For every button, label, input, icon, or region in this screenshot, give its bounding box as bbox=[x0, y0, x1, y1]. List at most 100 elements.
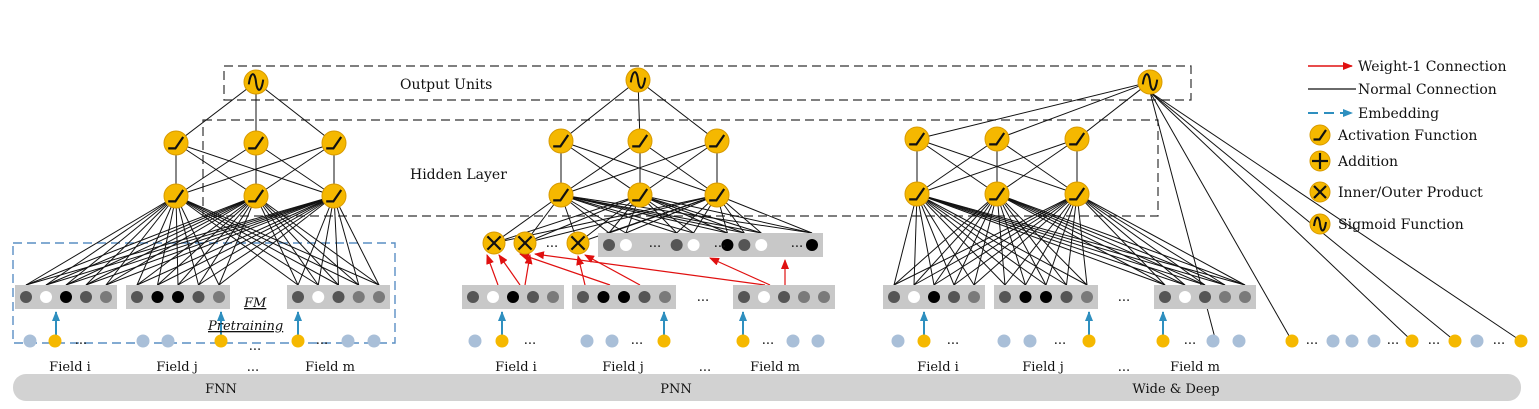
embedding-box bbox=[462, 285, 564, 309]
model-name-label: PNN bbox=[660, 382, 692, 397]
embedding-dot bbox=[888, 291, 900, 303]
unit-circle bbox=[704, 128, 730, 154]
embedding-box bbox=[126, 285, 230, 309]
legend-label-product: Inner/Outer Product bbox=[1338, 185, 1483, 201]
embedding-dot bbox=[999, 291, 1011, 303]
field-label: Field j bbox=[156, 360, 198, 375]
ellipsis-text: ... bbox=[1428, 333, 1440, 348]
embedding-box bbox=[598, 233, 823, 257]
activation-legend-icon bbox=[1309, 124, 1331, 146]
embedding-dot bbox=[721, 239, 734, 251]
field-label: Field m bbox=[1170, 360, 1220, 375]
connection-line bbox=[913, 193, 998, 286]
embedding-dot bbox=[758, 291, 770, 303]
active-input-dot bbox=[48, 334, 62, 348]
connection-line bbox=[136, 195, 257, 286]
embedding-dot bbox=[1060, 291, 1073, 303]
weight-1-arrow bbox=[576, 255, 586, 286]
connection-line bbox=[560, 194, 728, 234]
legend-label-addition: Addition bbox=[1337, 154, 1398, 170]
connection-line bbox=[560, 140, 718, 196]
connection-line bbox=[157, 195, 257, 286]
ellipsis-text: ... bbox=[1054, 333, 1066, 348]
input-dot bbox=[605, 334, 619, 348]
embedding-dot bbox=[738, 291, 750, 303]
activation-icon bbox=[321, 130, 347, 156]
active-input-dot bbox=[1514, 334, 1528, 348]
active-input-dot bbox=[1082, 334, 1096, 348]
embedding-dot bbox=[1179, 291, 1191, 303]
embedding-box bbox=[994, 285, 1098, 309]
embedding-dot bbox=[151, 291, 164, 303]
connection-line bbox=[916, 138, 998, 195]
input-dot bbox=[1326, 334, 1340, 348]
connection-line bbox=[560, 194, 762, 234]
embedding-dot bbox=[352, 291, 365, 303]
connection-line bbox=[916, 138, 1078, 195]
activation-stroke bbox=[168, 136, 185, 150]
legend-label-weight-1: Weight-1 Connection bbox=[1358, 59, 1507, 75]
input-dot bbox=[1470, 334, 1484, 348]
activation-stroke bbox=[553, 134, 570, 148]
embedding-dot bbox=[619, 239, 632, 251]
activation-stroke bbox=[909, 187, 926, 201]
active-input-dot bbox=[1405, 334, 1419, 348]
input-dot bbox=[1367, 334, 1381, 348]
input-dot bbox=[367, 334, 381, 348]
input-dot bbox=[341, 334, 355, 348]
embedding-dot bbox=[60, 291, 72, 303]
activation-stroke bbox=[326, 189, 343, 203]
sigmoid-icon bbox=[1137, 69, 1163, 95]
connection-line bbox=[1076, 193, 1226, 286]
connection-line bbox=[333, 195, 339, 286]
embedding-dot bbox=[80, 291, 92, 303]
active-input-dot bbox=[291, 334, 305, 348]
embedding-dot bbox=[131, 291, 143, 303]
connection-line bbox=[175, 81, 257, 144]
ellipsis-text: ... bbox=[1306, 333, 1318, 348]
connection-line bbox=[916, 193, 1226, 286]
connection-line bbox=[65, 195, 335, 286]
activation-icon bbox=[1064, 181, 1090, 207]
activation-icon bbox=[243, 130, 269, 156]
ellipsis-text: ... bbox=[791, 236, 803, 251]
embedding-dot bbox=[778, 291, 790, 303]
embedding-dot bbox=[1159, 291, 1171, 303]
embedding-dot bbox=[292, 291, 304, 303]
activation-icon bbox=[627, 128, 653, 154]
legend-label-activation: Activation Function bbox=[1337, 128, 1477, 144]
embedding-dot bbox=[213, 291, 225, 303]
embedding-dot bbox=[1040, 291, 1052, 303]
product-icon bbox=[566, 231, 590, 255]
activation-stroke bbox=[1313, 129, 1327, 141]
activation-icon bbox=[163, 130, 189, 156]
activation-icon bbox=[163, 183, 189, 209]
hidden-layer-label: Hidden Layer bbox=[410, 167, 507, 183]
connection-line bbox=[916, 193, 1246, 286]
connection-line bbox=[639, 140, 718, 196]
connection-line bbox=[65, 195, 177, 286]
embedding-dot bbox=[20, 291, 32, 303]
model-name-label: FNN bbox=[205, 382, 237, 397]
connection-line bbox=[255, 142, 335, 197]
activation-icon bbox=[548, 182, 574, 208]
activation-icon bbox=[984, 181, 1010, 207]
active-input-dot bbox=[657, 334, 671, 348]
field-label: ... bbox=[1118, 360, 1130, 375]
unit-circle bbox=[321, 183, 347, 209]
product-icon bbox=[513, 231, 537, 255]
field-label: Field m bbox=[305, 360, 355, 375]
embedding-dot bbox=[659, 291, 671, 303]
embedding-dot bbox=[1219, 291, 1231, 303]
connection-line bbox=[45, 195, 335, 286]
connection-line bbox=[255, 195, 360, 286]
activation-stroke bbox=[553, 188, 570, 202]
connection-line bbox=[916, 193, 955, 286]
connection-line bbox=[916, 193, 1026, 286]
activation-stroke bbox=[632, 134, 649, 148]
ellipsis-text: ... bbox=[1493, 333, 1505, 348]
output-units-label: Output Units bbox=[400, 77, 492, 93]
embedding-dot bbox=[738, 239, 751, 251]
connection-line bbox=[175, 142, 257, 197]
unit-circle bbox=[627, 128, 653, 154]
